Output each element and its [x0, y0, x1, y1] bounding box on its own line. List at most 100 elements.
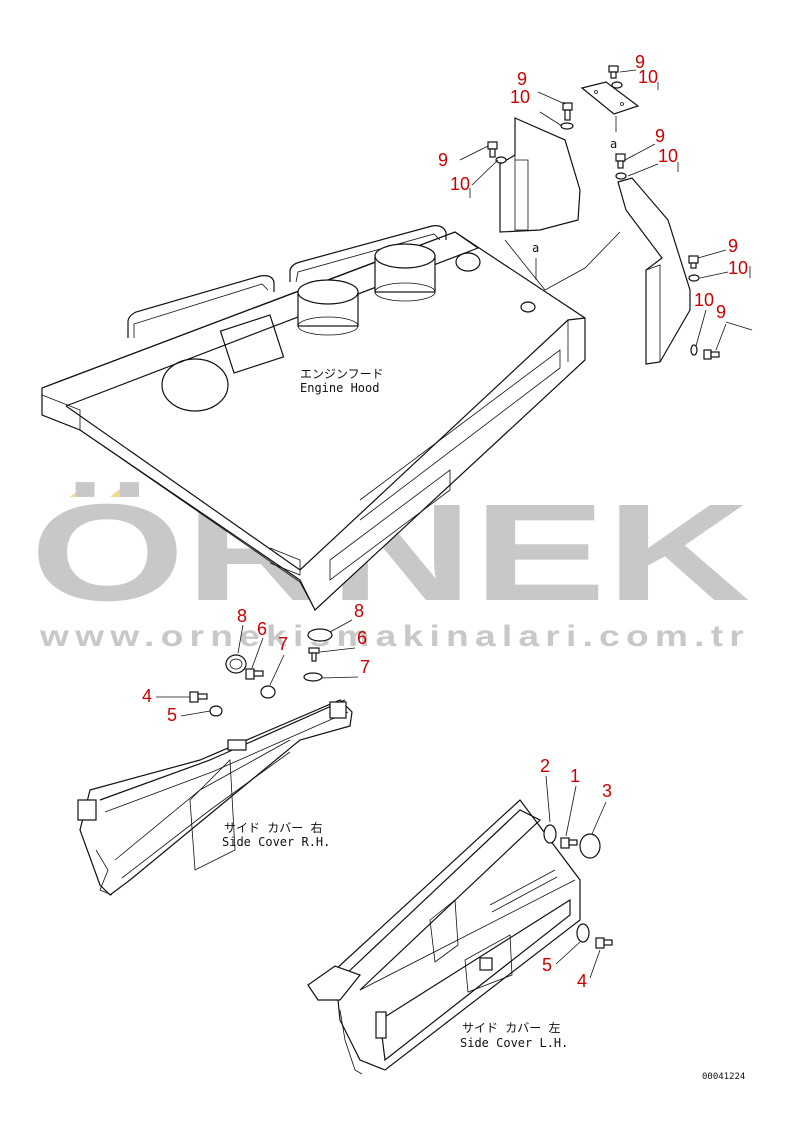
side-cover-rh-panel — [189, 759, 236, 871]
side-cover-rh-hinge — [329, 701, 347, 719]
engine-hood-opening-rear — [520, 301, 536, 313]
callout-10-right-side-lower: 10 — [694, 290, 714, 310]
bolt-right-bracket-top — [615, 153, 626, 169]
engine-hood-front-lower — [79, 429, 316, 611]
side-cover-lh-bottom-pins — [339, 1009, 363, 1075]
bolt-right-side-lower — [703, 349, 720, 360]
side-cover-lh-panel-left — [429, 899, 459, 963]
bolt-left-bracket-top — [562, 102, 573, 121]
hood-left-bracket-flange — [514, 159, 529, 231]
side-cover-lh-vent-row-2 — [491, 876, 558, 913]
callout-9-right-side-lower: 9 — [716, 302, 726, 322]
callout-9-right-bracket: 9 — [655, 126, 665, 146]
lh-washer-top — [543, 824, 557, 844]
engine-hood-front-ledge — [41, 394, 81, 431]
callout-7-rh-left: 7 — [278, 634, 288, 654]
engine-hood-top-edge — [41, 231, 480, 407]
callout-10-right-bracket: 10 — [658, 146, 678, 166]
engine-hood-caption-en: Engine Hood — [300, 381, 379, 395]
hood-ref-mark-a-right: a — [610, 137, 617, 151]
callout-5-lh: 5 — [542, 955, 552, 975]
bolt-right-side-upper — [688, 255, 699, 269]
drawing-code: 00041224 — [702, 1072, 745, 1082]
rh-washer-left — [260, 685, 276, 699]
callout-8-rh-right: 8 — [354, 601, 364, 621]
side-cover-rh-end-block — [77, 799, 97, 821]
watermark-url: www.ornekismakinalari.com.tr — [39, 620, 750, 653]
engine-hood-handrail-right — [289, 225, 447, 282]
engine-hood-duct-left — [297, 279, 359, 336]
side-cover-lh-door-latch — [479, 957, 493, 971]
watermark-accent-left — [70, 484, 96, 497]
callout-10-left-side: 10 — [450, 174, 470, 194]
side-cover-lh-assembly: サイド カバー 左 Side Cover L.H. 2 1 3 5 4 — [307, 756, 613, 1075]
rh-bolt-small — [189, 691, 208, 703]
engine-hood-opening-square — [219, 314, 285, 374]
washer-right-bracket-top — [615, 172, 627, 180]
engine-hood-side-panel-1 — [359, 349, 561, 521]
callout-9-left-bracket: 9 — [517, 69, 527, 89]
side-cover-rh-top-rail-inner — [104, 711, 349, 813]
hood-right-bracket — [615, 153, 720, 365]
lh-bolt-bottom — [595, 937, 613, 949]
hood-right-bracket-flange — [645, 264, 661, 362]
side-cover-rh-caption-en: Side Cover R.H. — [222, 835, 330, 849]
side-cover-lh-caption-en: Side Cover L.H. — [460, 1036, 568, 1050]
callout-1-lh: 1 — [570, 766, 580, 786]
rh-bolt-right — [308, 647, 320, 662]
callout-7-rh-right: 7 — [360, 657, 370, 677]
side-cover-lh-end-block — [375, 1011, 387, 1039]
engine-hood-bottom-tab — [269, 547, 301, 576]
side-cover-rh-top-rail — [99, 699, 346, 801]
washer-right-side-lower — [690, 344, 698, 356]
side-cover-lh-door — [464, 934, 513, 993]
lh-washer-bottom — [576, 923, 590, 943]
engine-hood-handrail-left — [127, 275, 275, 338]
rh-washer-right — [303, 672, 323, 682]
callout-3-lh: 3 — [602, 781, 612, 801]
bolt-left-bracket-side — [487, 141, 498, 158]
callout-6-rh-left: 6 — [257, 619, 267, 639]
hood-right-bracket-plate — [617, 177, 691, 365]
washer-right-side-upper — [688, 274, 700, 282]
lh-cap — [579, 833, 601, 859]
side-cover-lh-bracket — [307, 965, 361, 1001]
engine-hood-duct-right — [374, 243, 436, 302]
callout-2-lh: 2 — [540, 756, 550, 776]
side-cover-lh-lower-panel — [379, 898, 571, 1062]
hood-callouts: 9 10 9 10 9 10 9 10 9 10 10 9 — [438, 52, 753, 351]
side-cover-rh-latch — [227, 739, 247, 751]
callout-9-left-side: 9 — [438, 150, 448, 170]
callout-5-rh: 5 — [167, 705, 177, 725]
lh-bolt-top — [560, 837, 578, 849]
rh-bolt-left — [245, 668, 264, 680]
side-cover-rh-diagonal-2 — [121, 751, 291, 879]
side-cover-lh-front-fold — [359, 879, 576, 991]
washer-top-plate — [611, 81, 623, 89]
hood-left-bracket-plate — [499, 117, 581, 233]
washer-left-bracket-top — [560, 122, 574, 130]
rh-cap-right — [307, 628, 333, 642]
side-cover-lh-top-rail — [344, 809, 542, 991]
hood-ref-mark-a-left: a — [532, 241, 539, 255]
hood-left-bracket: a — [487, 102, 621, 291]
callout-8-rh-left: 8 — [237, 606, 247, 626]
engine-hood-handrail-left-inner — [133, 283, 269, 338]
side-cover-rh-bottom-pins — [95, 849, 113, 896]
engine-hood-opening-small — [455, 252, 481, 272]
callout-6-rh-right: 6 — [357, 628, 367, 648]
engine-hood-opening-front — [161, 358, 229, 412]
rh-washer-small — [209, 705, 223, 717]
side-cover-rh-assembly: サイド カバー 右 Side Cover R.H. 8 6 7 8 6 — [77, 601, 370, 896]
engine-hood-assembly: エンジンフード Engine Hood — [41, 225, 586, 611]
callout-9-right-side-upper: 9 — [728, 236, 738, 256]
callout-4-lh: 4 — [577, 971, 587, 991]
side-cover-lh-caption-jp: サイド カバー 左 — [462, 1020, 560, 1035]
engine-hood-caption-jp: エンジンフード — [300, 367, 384, 381]
side-cover-lh-vent-row — [489, 869, 556, 906]
callout-10-top-plate: 10 — [638, 67, 658, 87]
rh-cap-left — [225, 654, 247, 674]
callout-10-right-side-upper: 10 — [728, 258, 748, 278]
engine-hood-handrail-right-inner — [295, 233, 441, 283]
washer-left-bracket-side — [495, 156, 507, 164]
